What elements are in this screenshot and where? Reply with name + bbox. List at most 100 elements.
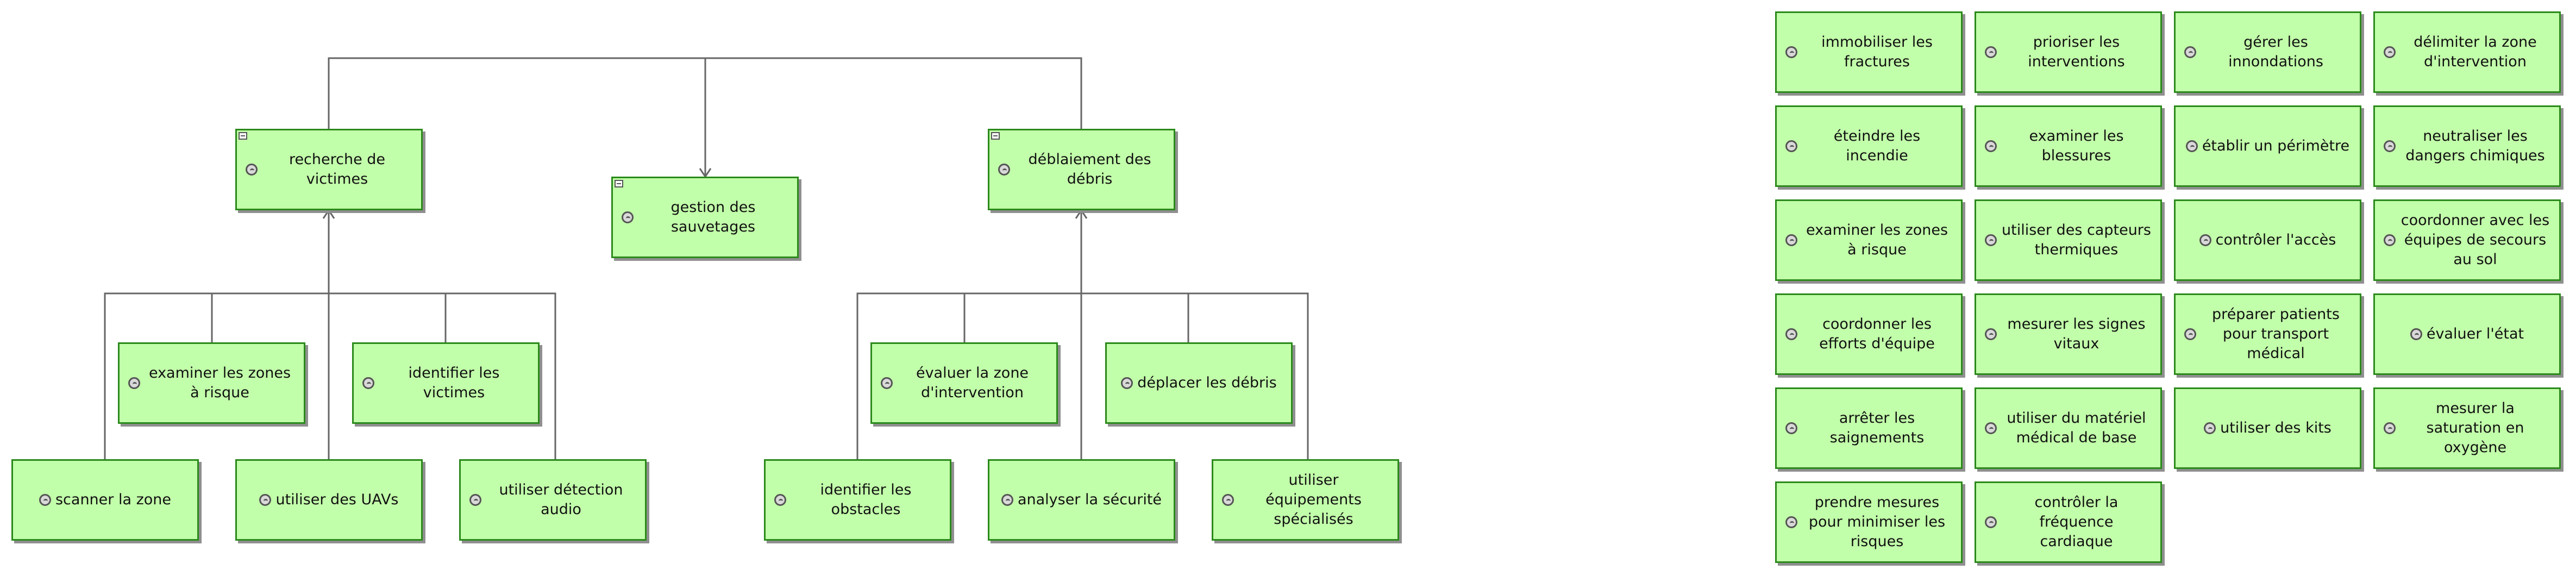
feature-node-grid-item[interactable]: arrêter les saignements <box>1775 387 1963 469</box>
feature-node-deblaiement-des-debris[interactable]: déblaiement des débris <box>988 129 1175 210</box>
feature-icon <box>1985 46 1997 58</box>
node-label: recherche de victimes <box>289 151 386 187</box>
feature-node-grid-item[interactable]: utiliser des capteurs thermiques <box>1975 199 2162 281</box>
feature-node-grid-item[interactable]: utiliser des kits <box>2174 387 2361 469</box>
feature-node-grid-item[interactable]: délimiter la zone d'intervention <box>2373 11 2561 93</box>
feature-icon <box>1985 234 1997 246</box>
node-label: arrêter les saignements <box>1829 410 1925 446</box>
feature-node-utiliser-detection-audio[interactable]: utiliser détection audio <box>459 459 647 541</box>
feature-icon <box>1985 328 1997 340</box>
node-label: utiliser des UAVs <box>275 491 399 508</box>
feature-icon <box>2204 422 2216 434</box>
feature-node-grid-item[interactable]: gérer les innondations <box>2174 11 2361 93</box>
feature-icon <box>362 377 374 389</box>
node-label: évaluer la zone d'intervention <box>916 365 1029 401</box>
feature-node-grid-item[interactable]: évaluer l'état <box>2373 293 2561 375</box>
feature-node-deplacer-debris[interactable]: déplacer les débris <box>1105 342 1293 424</box>
node-label: coordonner les efforts d'équipe <box>1819 316 1935 352</box>
feature-icon <box>2184 46 2196 58</box>
node-label: déblaiement des débris <box>1028 151 1151 187</box>
left-arrowhead <box>322 209 335 219</box>
feature-icon <box>246 164 258 176</box>
feature-icon <box>2185 140 2198 152</box>
feature-node-gestion-des-sauvetages[interactable]: gestion des sauvetages <box>611 177 799 258</box>
feature-node-grid-item[interactable]: préparer patients pour transport médical <box>2174 293 2361 375</box>
feature-icon <box>1121 377 1133 389</box>
node-label: préparer patients pour transport médical <box>2212 306 2340 362</box>
feature-icon <box>2384 234 2396 246</box>
feature-icon <box>774 494 786 506</box>
feature-node-grid-item[interactable]: établir un périmètre <box>2174 105 2361 187</box>
feature-icon <box>1785 422 1797 434</box>
feature-icon <box>881 377 893 389</box>
feature-node-utiliser-uavs[interactable]: utiliser des UAVs <box>235 459 423 541</box>
feature-node-grid-item[interactable]: mesurer les signes vitaux <box>1975 293 2162 375</box>
feature-node-grid-item[interactable]: éteindre les incendie <box>1775 105 1963 187</box>
feature-node-identifier-victimes[interactable]: identifier les victimes <box>352 342 540 424</box>
feature-icon <box>622 211 634 223</box>
node-label: utiliser détection audio <box>499 481 623 518</box>
feature-node-grid-item[interactable]: prioriser les interventions <box>1975 11 2162 93</box>
feature-node-grid-item[interactable]: prendre mesures pour minimiser les risqu… <box>1775 481 1963 563</box>
node-label: prioriser les interventions <box>2028 34 2125 70</box>
feature-icon <box>1985 516 1997 528</box>
feature-icon <box>1001 494 1013 506</box>
feature-icon <box>1222 494 1234 506</box>
left-bus <box>104 292 556 459</box>
node-label: déplacer les débris <box>1137 374 1277 391</box>
feature-icon <box>2184 328 2196 340</box>
right-bus <box>856 292 1309 459</box>
node-label: immobiliser les fractures <box>1821 34 1933 70</box>
node-label: utiliser du matériel médical de base <box>2007 410 2146 446</box>
feature-icon <box>2384 422 2396 434</box>
feature-node-grid-item[interactable]: utiliser du matériel médical de base <box>1975 387 2162 469</box>
node-label: mesurer les signes vitaux <box>2007 316 2146 352</box>
feature-node-grid-item[interactable]: mesurer la saturation en oxygène <box>2373 387 2561 469</box>
feature-icon <box>2410 328 2422 340</box>
feature-icon <box>1785 140 1797 152</box>
node-label: neutraliser les dangers chimiques <box>2405 128 2545 164</box>
right-arrowhead <box>1075 209 1088 219</box>
collapse-icon[interactable] <box>239 132 247 140</box>
node-label: utiliser des capteurs thermiques <box>2002 222 2151 258</box>
feature-node-grid-item[interactable]: neutraliser les dangers chimiques <box>2373 105 2561 187</box>
feature-node-grid-item[interactable]: examiner les blessures <box>1975 105 2162 187</box>
feature-node-grid-item[interactable]: contrôler la fréquence cardiaque <box>1975 481 2162 563</box>
node-label: éteindre les incendie <box>1833 128 1921 164</box>
node-label: mesurer la saturation en oxygène <box>2426 400 2524 456</box>
node-label: gérer les innondations <box>2228 34 2323 70</box>
feature-icon <box>1985 140 1997 152</box>
feature-node-scanner-zone[interactable]: scanner la zone <box>11 459 199 541</box>
feature-node-identifier-obstacles[interactable]: identifier les obstacles <box>764 459 951 541</box>
feature-icon <box>469 494 481 506</box>
feature-icon <box>1985 422 1997 434</box>
node-label: contrôler l'accès <box>2215 231 2336 248</box>
feature-node-evaluer-zone-intervention[interactable]: évaluer la zone d'intervention <box>870 342 1058 424</box>
feature-node-grid-item[interactable]: examiner les zones à risque <box>1775 199 1963 281</box>
feature-icon <box>259 494 272 506</box>
node-label: gestion des sauvetages <box>670 199 756 235</box>
feature-node-recherche-de-victimes[interactable]: recherche de victimes <box>235 129 423 210</box>
node-label: examiner les zones à risque <box>1806 222 1948 258</box>
feature-node-grid-item[interactable]: immobiliser les fractures <box>1775 11 1963 93</box>
feature-icon <box>1785 516 1797 528</box>
node-label: contrôler la fréquence cardiaque <box>2034 494 2119 550</box>
node-label: identifier les obstacles <box>820 481 912 518</box>
feature-node-grid-item[interactable]: coordonner les efforts d'équipe <box>1775 293 1963 375</box>
collapse-icon[interactable] <box>991 132 1000 140</box>
node-label: établir un périmètre <box>2202 137 2350 154</box>
node-label: identifier les victimes <box>408 365 500 401</box>
feature-icon <box>1785 328 1797 340</box>
feature-icon <box>2384 46 2396 58</box>
feature-icon <box>1785 234 1797 246</box>
node-label: prendre mesures pour minimiser les risqu… <box>1808 494 1946 550</box>
feature-node-utiliser-equipements-specialises[interactable]: utiliser équipements spécialisés <box>1212 459 1399 541</box>
feature-icon <box>2384 140 2396 152</box>
feature-node-analyser-securite[interactable]: analyser la sécurité <box>988 459 1175 541</box>
feature-node-examiner-zones-risque[interactable]: examiner les zones à risque <box>118 342 305 424</box>
feature-node-grid-item[interactable]: contrôler l'accès <box>2174 199 2361 281</box>
feature-node-grid-item[interactable]: coordonner avec les équipes de secours a… <box>2373 199 2561 281</box>
node-label: analyser la sécurité <box>1017 491 1162 508</box>
collapse-icon[interactable] <box>615 180 623 187</box>
